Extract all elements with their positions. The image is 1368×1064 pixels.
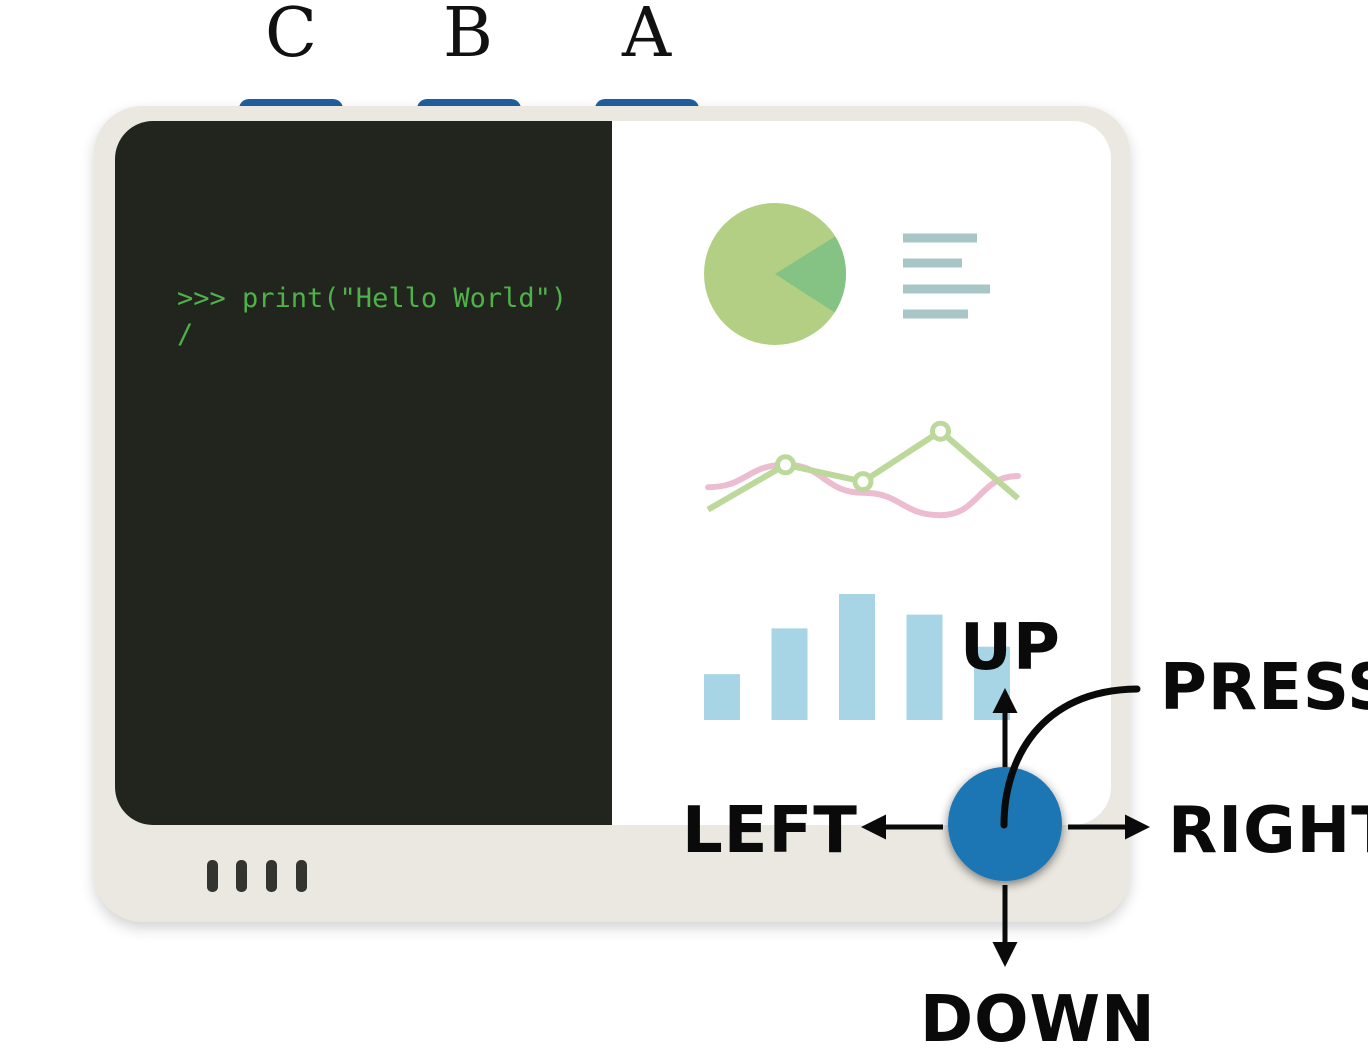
speaker-vent xyxy=(236,860,247,892)
series-line xyxy=(705,461,1021,519)
speaker-vent xyxy=(296,860,307,892)
bar xyxy=(771,628,808,720)
bar xyxy=(906,614,943,720)
speaker-vent xyxy=(207,860,218,892)
speaker-vent xyxy=(266,860,277,892)
pie-legend-lines xyxy=(903,233,990,319)
down-label: DOWN xyxy=(920,983,1156,1057)
up-label: UP xyxy=(960,611,1061,685)
terminal-command-line: >>> print("Hello World") xyxy=(177,283,568,314)
device-screen: >>> print("Hello World") / xyxy=(115,121,1111,825)
terminal-panel: >>> print("Hello World") / xyxy=(115,121,612,825)
bar xyxy=(839,594,875,720)
left-label: LEFT xyxy=(682,794,858,868)
right-label: RIGHT xyxy=(1168,794,1368,868)
button-c-label: C xyxy=(265,0,318,73)
data-point xyxy=(930,420,951,442)
bar xyxy=(704,674,740,720)
data-point xyxy=(775,454,796,476)
press-pointer xyxy=(1000,685,1141,829)
bar-chart xyxy=(704,594,1010,720)
pie-chart xyxy=(704,203,846,345)
pie-slice xyxy=(775,236,846,313)
button-a-label: A xyxy=(622,0,672,73)
button-b-label: B xyxy=(443,0,493,73)
line-chart xyxy=(705,420,1021,519)
terminal-cursor-line: / xyxy=(177,319,194,350)
data-point xyxy=(852,471,874,493)
press-label: PRESS xyxy=(1160,651,1368,725)
